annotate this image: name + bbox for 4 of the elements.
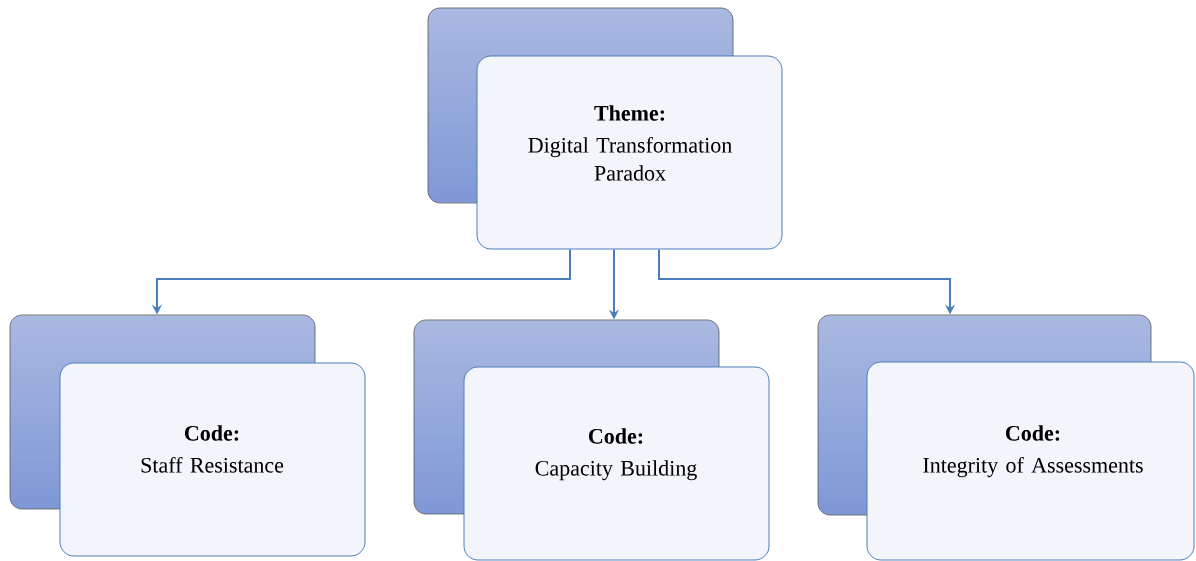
text-box: Code: Integrity of Assessments bbox=[866, 361, 1195, 561]
text-box: Theme: Digital Transformation Paradox bbox=[476, 55, 783, 250]
text-box: Code: Staff Resistance bbox=[59, 362, 366, 557]
text-box: Code: Capacity Building bbox=[463, 366, 770, 561]
